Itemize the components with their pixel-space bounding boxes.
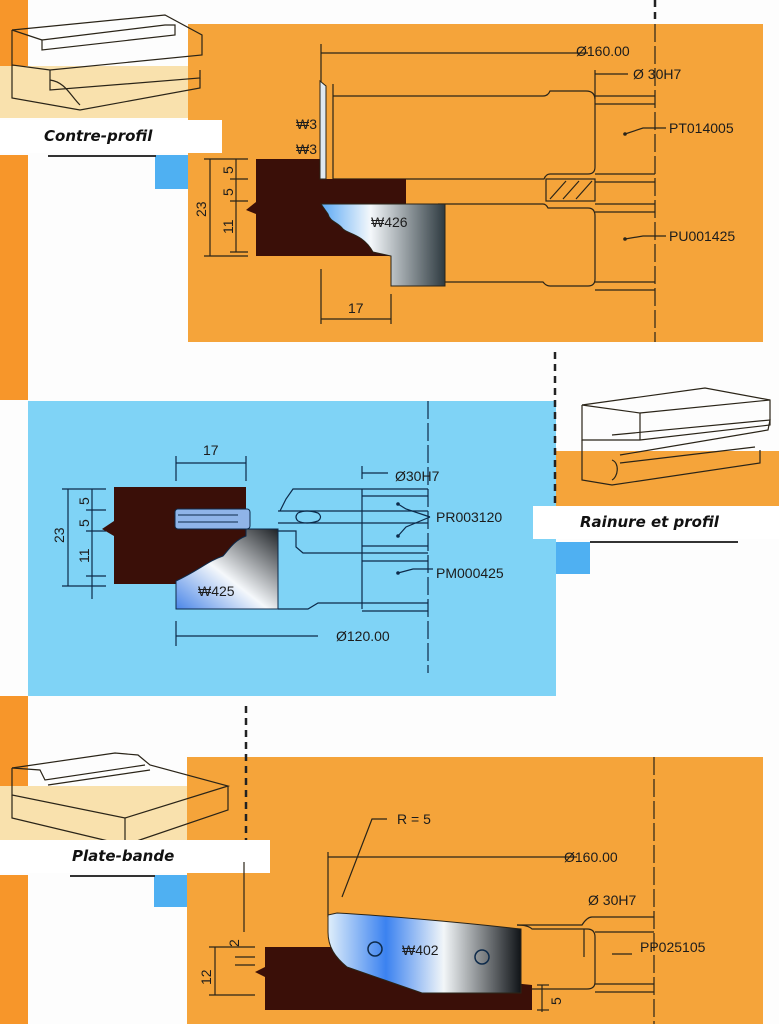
part-number-pm000425: PM000425 — [436, 565, 504, 581]
section-title-contre-profil: Contre-profil — [44, 127, 153, 145]
section-title-rainure-et-profil: Rainure et profil — [580, 513, 719, 531]
part-number-pt014005: PT014005 — [669, 120, 734, 136]
dim-bore-1: Ø 30H7 — [633, 66, 681, 82]
title-box-rainure-et-profil — [533, 506, 779, 539]
dim-outer-diameter-1: Ø160.00 — [576, 43, 630, 59]
diagram-plate-bande: R = 5 ₩402 Ø160.00 Ø 30H7 PP025105 2 12 … — [198, 757, 706, 1024]
knife-hole-left — [367, 941, 383, 957]
dim-5-3: 5 — [548, 997, 564, 1005]
left-orange-bar-mid — [0, 155, 28, 400]
iso-sketch-plate-bande — [11, 752, 231, 846]
knife-hole-right — [474, 949, 490, 965]
dim-outer-diameter-2: Ø120.00 — [336, 628, 390, 644]
blue-square-3 — [154, 875, 187, 907]
groove-cutter — [174, 508, 251, 530]
knife-label-w426: ₩426 — [371, 214, 408, 230]
title-box-plate-bande — [0, 840, 270, 873]
dim-11-2: 11 — [76, 548, 92, 563]
dim-17-1: 17 — [348, 300, 364, 316]
blue-strip-right — [530, 401, 556, 696]
dim-bore-2: Ø30H7 — [395, 468, 440, 484]
title-underline-contre-profil — [48, 155, 156, 157]
dim-11-1: 11 — [220, 219, 236, 234]
iso-sketch-contre-profil — [11, 14, 203, 111]
dim-5a-1: 5 — [220, 166, 236, 174]
knife-w426 — [320, 203, 446, 287]
knife-w402 — [327, 912, 522, 994]
diagram-rainure-et-profil: ₩425 17 Ø30H7 PR003120 PM000425 Ø120.00 … — [51, 401, 504, 673]
dim-outer-diameter-3: Ø160.00 — [564, 849, 618, 865]
part-number-pu001425: PU001425 — [669, 228, 735, 244]
radius-label: R = 5 — [397, 811, 431, 827]
blue-square-1 — [155, 155, 188, 189]
dim-bore-3: Ø 30H7 — [588, 892, 636, 908]
knife-label-w3-b: ₩3 — [296, 141, 317, 157]
part-number-pp025105: PP025105 — [640, 939, 706, 955]
diagram-contre-profil: ₩3 ₩3 ₩426 Ø160.00 Ø 30H7 PT014005 PU001… — [193, 24, 735, 342]
knife-label-w3-a: ₩3 — [296, 116, 317, 132]
section-title-plate-bande: Plate-bande — [72, 847, 175, 865]
cream-band-top — [0, 66, 190, 118]
dim-23-2: 23 — [51, 527, 67, 543]
left-orange-bar-bottom — [0, 696, 28, 786]
dim-5b-1: 5 — [220, 188, 236, 196]
dim-5b-2: 5 — [76, 519, 92, 527]
left-orange-bar-top — [0, 0, 28, 66]
blue-square-2 — [556, 542, 590, 574]
dim-23-1: 23 — [193, 201, 209, 217]
part-number-pr003120: PR003120 — [436, 509, 502, 525]
knife-label-w402: ₩402 — [402, 942, 439, 958]
iso-sketch-rainure-et-profil — [581, 387, 771, 486]
dim-2-3: 2 — [226, 939, 242, 947]
dim-17-2: 17 — [203, 442, 219, 458]
knife-w3 — [319, 79, 327, 180]
title-box-contre-profil — [0, 120, 222, 153]
left-orange-bar-lower — [0, 875, 28, 1024]
title-underline-rainure-et-profil — [590, 541, 738, 543]
title-underline-plate-bande — [70, 875, 155, 877]
knife-label-w425: ₩425 — [198, 583, 235, 599]
orange-band-right — [556, 451, 779, 506]
dim-12-3: 12 — [198, 969, 214, 985]
dim-5a-2: 5 — [76, 497, 92, 505]
knife-w425 — [175, 528, 279, 610]
